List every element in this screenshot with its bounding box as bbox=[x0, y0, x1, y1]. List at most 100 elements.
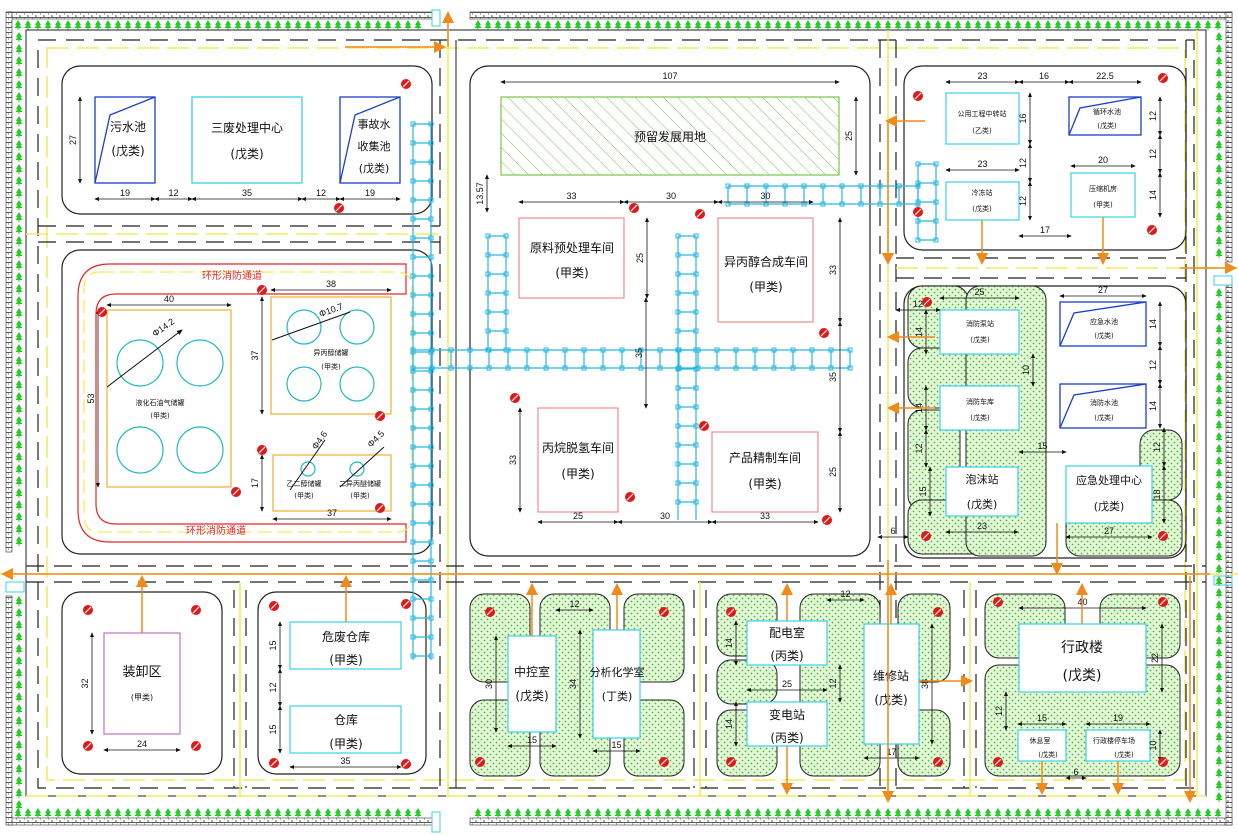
tree-icon bbox=[804, 20, 812, 30]
fire-hydrants bbox=[83, 73, 1168, 769]
tree-icon bbox=[534, 808, 542, 818]
tree-icon bbox=[1094, 808, 1102, 818]
tree-icon bbox=[1174, 20, 1182, 30]
tree-icon bbox=[15, 716, 23, 726]
tree-icon bbox=[1014, 808, 1022, 818]
building-foam-station[interactable]: 泡沫站 (戊类) bbox=[945, 466, 1019, 517]
building-refrigeration-station[interactable]: 冷冻站 (戊类) bbox=[945, 181, 1020, 221]
pipe-support bbox=[858, 201, 864, 207]
building-fire-garage[interactable]: 消防车库 (戊类) bbox=[939, 385, 1020, 431]
building-maintenance-station[interactable]: 维修站 (戊类) bbox=[863, 623, 920, 745]
tree-icon bbox=[774, 808, 782, 818]
tree-icon bbox=[294, 808, 302, 818]
tree-icon bbox=[964, 20, 972, 30]
building-accident-water-pool[interactable]: 事故水 收集池 (戊类) bbox=[339, 96, 401, 184]
tree-icon bbox=[1114, 20, 1122, 30]
tree-icon bbox=[15, 164, 23, 174]
building-substation[interactable]: 变电站 (丙类) bbox=[746, 701, 828, 747]
tree-icon bbox=[15, 644, 23, 654]
tree-icon bbox=[854, 808, 862, 818]
dimension-label: 23 bbox=[977, 521, 987, 531]
building-central-control-room[interactable]: 中控室 (戊类) bbox=[507, 635, 557, 733]
tree-icon bbox=[744, 808, 752, 818]
building-product-refining[interactable]: 产品精制车间 (甲类) bbox=[711, 431, 819, 513]
tank-area-lpg[interactable]: Φ14.2 液化石油气储罐 (甲类) bbox=[106, 309, 232, 488]
tree-icon bbox=[15, 140, 23, 150]
building-power-distribution-room[interactable]: 配电室 (丙类) bbox=[746, 620, 828, 666]
loading-area[interactable]: 装卸区 (甲类) bbox=[103, 632, 181, 735]
tree-icon bbox=[1215, 660, 1223, 670]
building-admin-parking[interactable]: 行政楼停车场 (戊类) bbox=[1085, 729, 1151, 762]
building-category: (戊类) bbox=[970, 335, 990, 344]
building-isopropanol-synthesis[interactable]: 异丙醇合成车间 (甲类) bbox=[717, 217, 814, 323]
tree-icon bbox=[14, 20, 22, 30]
tree-icon bbox=[15, 380, 23, 390]
building-hazardous-waste-warehouse[interactable]: 危废仓库 (甲类) bbox=[289, 621, 402, 670]
tree-icon bbox=[15, 368, 23, 378]
dimension-label: 12 bbox=[316, 188, 326, 198]
building-category: (甲类) bbox=[749, 280, 782, 294]
pipe-support bbox=[524, 347, 530, 353]
building-name: 循环水池 bbox=[1093, 107, 1121, 116]
tree-icon bbox=[1215, 468, 1223, 478]
tree-icon bbox=[354, 20, 362, 30]
building-fire-pump-station[interactable]: 消防泵站 (戊类) bbox=[939, 309, 1020, 355]
tree-icon bbox=[994, 808, 1002, 818]
building-raw-material-pretreatment[interactable]: 原料预处理车间 (甲类) bbox=[518, 217, 625, 299]
building-rest-room[interactable]: 休息室 (戊类) bbox=[1017, 729, 1067, 762]
building-warehouse[interactable]: 仓库 (甲类) bbox=[289, 705, 402, 754]
tree-icon bbox=[15, 44, 23, 54]
block-outlines bbox=[61, 65, 1187, 775]
tree-icon bbox=[1144, 808, 1152, 818]
tree-icon bbox=[354, 808, 362, 818]
tree-icon bbox=[804, 808, 812, 818]
tree-icon bbox=[114, 808, 122, 818]
dimension-label: 24 bbox=[137, 739, 147, 749]
tree-icon bbox=[15, 128, 23, 138]
tree-icon bbox=[1215, 720, 1223, 730]
tree-icon bbox=[1215, 248, 1223, 258]
tree-icon bbox=[1215, 236, 1223, 246]
building-emergency-pool[interactable]: 应急水池 (戊类) bbox=[1059, 301, 1147, 347]
tree-icon bbox=[184, 808, 192, 818]
tree-icon bbox=[304, 808, 312, 818]
building-sewage-pool[interactable]: 污水池 (戊类) bbox=[94, 96, 156, 184]
building-administration[interactable]: 行政楼 (戊类) bbox=[1018, 623, 1147, 693]
pipe-support bbox=[503, 271, 509, 277]
pipe-support bbox=[428, 387, 434, 393]
dimension-label: 25 bbox=[828, 467, 838, 477]
building-utility-transfer-station[interactable]: 公用工程中转站 (乙类) bbox=[945, 92, 1020, 145]
dimension-label: 35 bbox=[340, 756, 350, 766]
dimension-label: 30 bbox=[484, 679, 494, 689]
building-waste-treatment-center[interactable]: 三废处理中心 (戊类) bbox=[191, 96, 303, 184]
pipe-support bbox=[600, 347, 606, 353]
tree-icon bbox=[15, 56, 23, 66]
pipe-support bbox=[752, 347, 758, 353]
building-category: (戊类) bbox=[1094, 499, 1125, 513]
building-fire-water-pool[interactable]: 消防水池 (戊类) bbox=[1059, 383, 1147, 429]
tank-area-isopropanol[interactable]: Φ10.7 异丙醇储罐 (甲类) bbox=[270, 296, 392, 415]
pipe-support bbox=[428, 501, 434, 507]
pipe-support bbox=[505, 365, 511, 371]
pipe-support bbox=[915, 180, 921, 186]
pipe-support bbox=[485, 290, 491, 296]
dimension-label: 14 bbox=[1148, 190, 1158, 200]
pipe-support bbox=[410, 615, 416, 621]
tree-icon bbox=[254, 20, 262, 30]
tree-icon bbox=[154, 20, 162, 30]
building-propane-dehydrogenation[interactable]: 丙烷脱氢车间 (甲类) bbox=[537, 407, 619, 513]
building-emergency-response-center[interactable]: 应急处理中心 (戊类) bbox=[1065, 465, 1153, 524]
dimension-label: 107 bbox=[662, 71, 677, 81]
building-circulating-water-pool[interactable]: 循环水池 (戊类) bbox=[1068, 96, 1142, 136]
tree-icon bbox=[244, 20, 252, 30]
pipe-support bbox=[410, 444, 416, 450]
building-analytical-chemistry-lab[interactable]: 分析化学室 (丁类) bbox=[590, 629, 645, 739]
tree-icon bbox=[1215, 336, 1223, 346]
reserved-land[interactable]: 预留发展用地 bbox=[500, 96, 840, 176]
building-compressor-room[interactable]: 压缩机房 (甲类) bbox=[1070, 172, 1136, 218]
pipe-support bbox=[410, 254, 416, 260]
tree-icon bbox=[1104, 808, 1112, 818]
pipe-support bbox=[675, 461, 681, 467]
tank-area-small[interactable]: Φ4.6 Φ4.5 乙二醇储罐 (甲类) 二异丙醚储罐 (甲类) bbox=[272, 428, 392, 512]
pipe-support bbox=[410, 273, 416, 279]
